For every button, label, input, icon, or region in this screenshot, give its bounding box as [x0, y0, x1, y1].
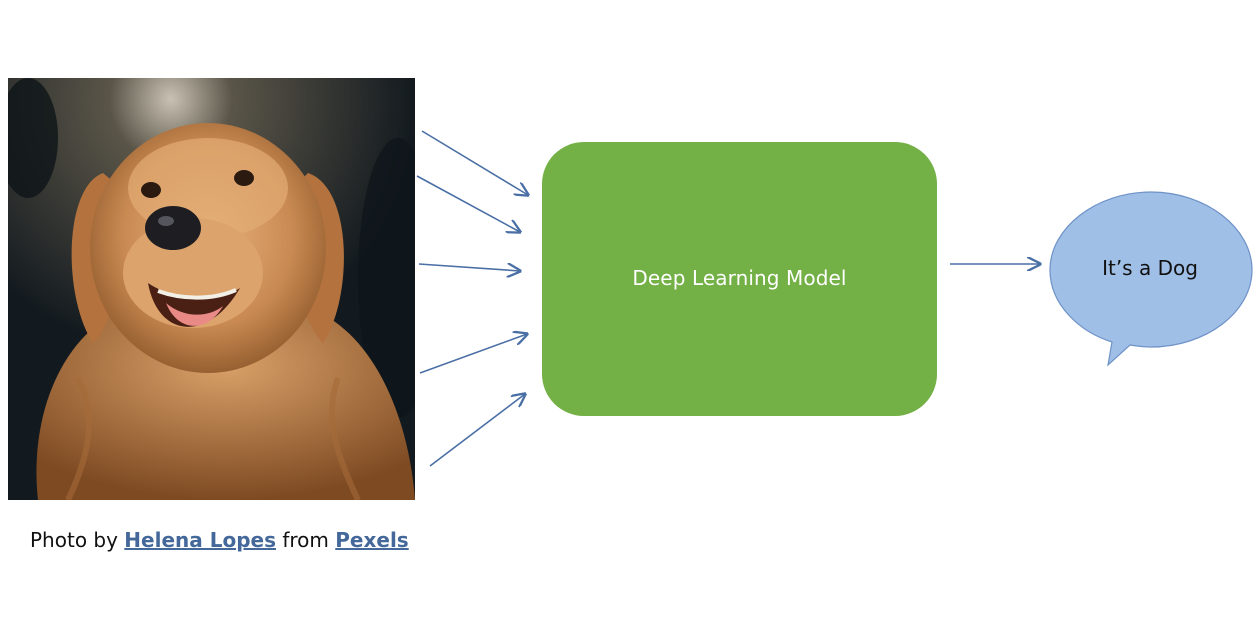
dog-photo-graphic: [8, 78, 415, 500]
author-link[interactable]: Helena Lopes: [124, 528, 276, 552]
input-arrow-4: [419, 334, 527, 374]
output-label: It’s a Dog: [1102, 256, 1198, 280]
source-link[interactable]: Pexels: [335, 528, 409, 552]
photo-caption: Photo by Helena Lopes from Pexels: [30, 528, 409, 552]
dog-photo: [8, 78, 415, 500]
model-label: Deep Learning Model: [632, 266, 847, 290]
input-arrow-3: [418, 264, 520, 271]
input-arrow-2: [416, 175, 520, 232]
input-arrow-1: [421, 130, 528, 195]
deep-learning-model-box: Deep Learning Model: [542, 142, 937, 416]
caption-middle: from: [276, 528, 336, 552]
speech-bubble: [1049, 191, 1253, 367]
input-arrow-5: [429, 394, 525, 467]
caption-prefix: Photo by: [30, 528, 125, 552]
